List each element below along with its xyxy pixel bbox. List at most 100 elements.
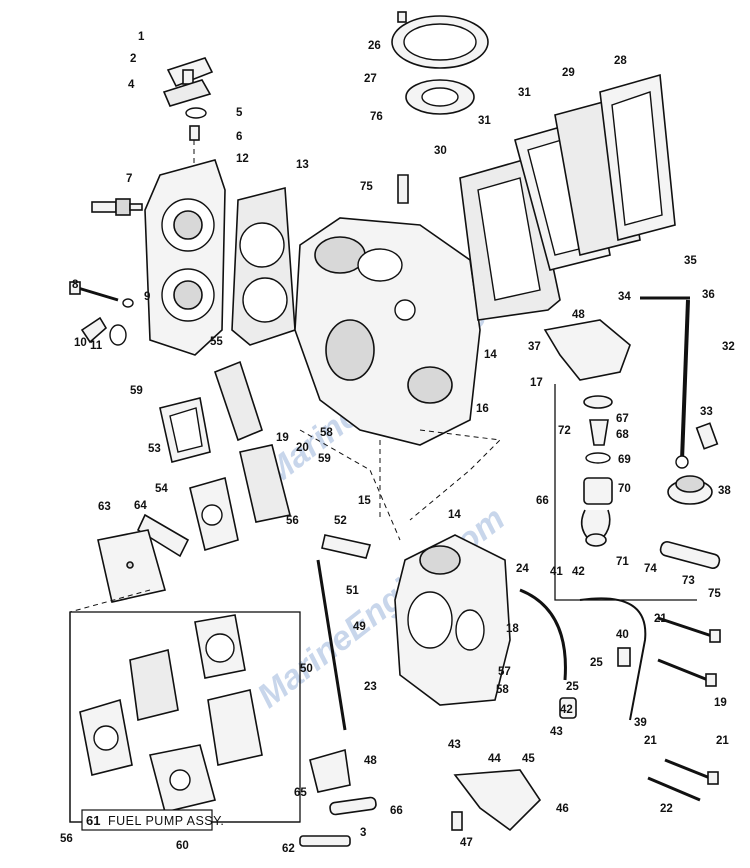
bracket-lower-right [451, 769, 542, 832]
callout-22: 22 [660, 803, 673, 815]
cylinder-block [294, 217, 481, 446]
head-gasket [231, 186, 296, 346]
callout-17: 17 [530, 377, 543, 389]
callout-28: 28 [614, 55, 627, 67]
callout-63: 63 [98, 501, 111, 513]
fuel-pump-assembly: 61 FUEL PUMP ASSY. [69, 611, 301, 831]
callout-71: 71 [616, 556, 629, 568]
callout-46: 46 [556, 803, 569, 815]
callout-18: 18 [506, 623, 519, 635]
callout-57: 57 [498, 666, 511, 678]
callout-67: 67 [616, 413, 629, 425]
callout-25: 25 [566, 681, 579, 693]
callout-70: 70 [618, 483, 631, 495]
callout-19: 19 [276, 432, 289, 444]
callout-56: 56 [60, 833, 73, 845]
cylinder-head [144, 159, 226, 356]
callout-66: 66 [536, 495, 549, 507]
callout-27: 27 [364, 73, 377, 85]
throttle-linkage [543, 296, 719, 505]
callout-60: 60 [176, 840, 189, 852]
callout-74: 74 [644, 563, 657, 575]
callout-54: 54 [155, 483, 168, 495]
callout-51: 51 [346, 585, 359, 597]
callout-77: 77 [0, 0, 13, 3]
callout-20: 20 [296, 442, 309, 454]
callout-53: 53 [148, 443, 161, 455]
callout-50: 50 [300, 663, 313, 675]
callout-9: 9 [144, 291, 150, 303]
callout-47: 47 [460, 837, 473, 849]
callout-12: 12 [236, 153, 249, 165]
callout-48: 48 [364, 755, 377, 767]
callout-36: 36 [702, 289, 715, 301]
callout-59: 59 [318, 453, 331, 465]
callout-32: 32 [722, 341, 735, 353]
callout-5: 5 [236, 107, 243, 119]
callout-8: 8 [72, 279, 79, 291]
exhaust-gaskets-and-covers [459, 73, 676, 321]
callout-1: 1 [138, 31, 145, 43]
callout-75: 75 [708, 588, 721, 600]
callout-21: 21 [644, 735, 657, 747]
guide-line-3 [409, 429, 502, 521]
callout-21: 21 [716, 735, 729, 747]
callout-15: 15 [358, 495, 371, 507]
callout-26: 26 [368, 40, 381, 52]
callout-25: 25 [590, 657, 603, 669]
bolts-right [647, 616, 721, 802]
callout-43: 43 [448, 739, 461, 751]
fuel-lines [519, 588, 647, 721]
spark-plug [91, 198, 143, 216]
callout-23: 23 [364, 681, 377, 693]
callout-75: 75 [360, 181, 373, 193]
fuel-pump-box-label: FUEL PUMP ASSY. [108, 814, 224, 828]
callout-19: 19 [714, 697, 727, 709]
callout-11: 11 [90, 340, 103, 352]
primer-assembly [554, 384, 721, 601]
callout-30: 30 [434, 145, 447, 157]
callout-42: 42 [572, 566, 585, 578]
callout-3: 3 [360, 827, 366, 839]
callout-35: 35 [684, 255, 697, 267]
callout-2: 2 [130, 53, 136, 65]
callout-64: 64 [134, 500, 147, 512]
callout-56: 56 [286, 515, 299, 527]
carburetor-body [394, 534, 511, 706]
callout-7: 7 [126, 173, 132, 185]
callout-14: 14 [448, 509, 461, 521]
callout-58: 58 [320, 427, 333, 439]
choke-lever-and-solenoid [299, 534, 377, 847]
callout-55: 55 [210, 336, 223, 348]
callout-73: 73 [682, 575, 695, 587]
fuel-pump-box-number: 61 [86, 813, 100, 828]
callout-72: 72 [558, 425, 571, 437]
callout-65: 65 [294, 787, 307, 799]
guide-line-1 [69, 589, 151, 613]
callout-13: 13 [296, 159, 309, 171]
head-bolt [69, 281, 134, 308]
fuel-filter-plate [97, 529, 166, 603]
callout-41: 41 [550, 566, 563, 578]
callout-76: 76 [370, 111, 383, 123]
callout-16: 16 [476, 403, 489, 415]
cover-plate-and-gasket [391, 11, 489, 204]
bypass-covers-and-gaskets [136, 360, 291, 558]
callout-21: 21 [654, 613, 667, 625]
callout-48: 48 [572, 309, 585, 321]
callout-59: 59 [130, 385, 143, 397]
callout-10: 10 [74, 337, 87, 349]
callout-24: 24 [516, 563, 529, 575]
callout-52: 52 [334, 515, 347, 527]
callout-4: 4 [128, 79, 135, 91]
callout-39: 39 [634, 717, 647, 729]
callout-33: 33 [700, 406, 713, 418]
anode-and-washer [80, 316, 127, 346]
callout-44: 44 [488, 753, 501, 765]
callout-45: 45 [522, 753, 535, 765]
callout-68: 68 [616, 429, 629, 441]
callout-38: 38 [718, 485, 731, 497]
callout-69: 69 [618, 454, 631, 466]
